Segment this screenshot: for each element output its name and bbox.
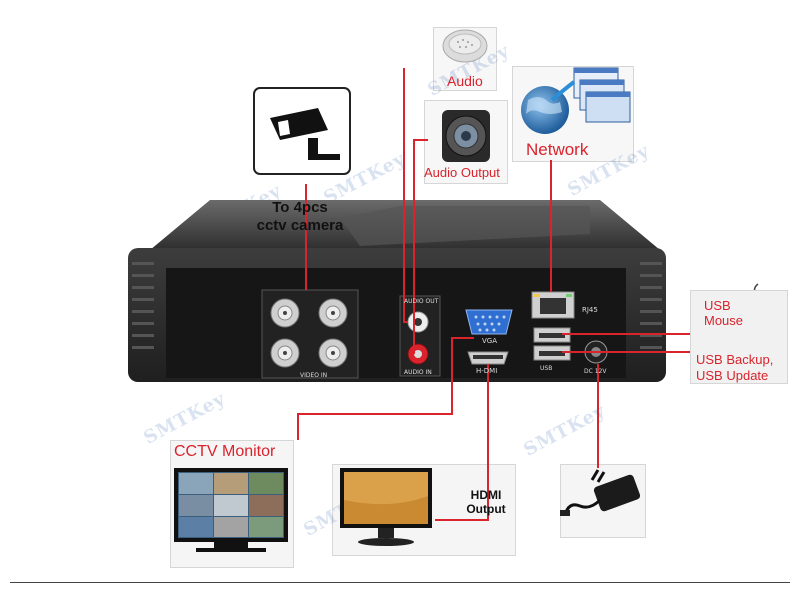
label-network: Network: [526, 140, 589, 159]
port-label-rj45: RJ45: [582, 306, 598, 314]
power-adapter-icon: [560, 469, 641, 516]
connection-lines: [297, 68, 690, 521]
port-label-audio-out: AUDIO OUT: [404, 298, 439, 305]
vga-port: [465, 309, 513, 335]
monitor-icon: [174, 468, 288, 552]
microphone-icon: [442, 29, 488, 63]
port-label-usb: USB: [540, 365, 553, 372]
label-usb-backup: USB Backup, USB Update: [696, 352, 774, 383]
network-globe-icon: [521, 67, 631, 134]
line-audio-output: [413, 139, 428, 354]
dvr-vents: [132, 262, 662, 349]
label-cctv-monitor: CCTV Monitor: [174, 443, 276, 460]
camera-icon: [253, 87, 351, 175]
dvr-top-panel: [340, 206, 590, 246]
port-label-video-in: VIDEO IN: [300, 372, 328, 379]
bottom-divider: [10, 582, 790, 583]
dvr-back-plate: [166, 268, 626, 378]
line-hdmi: [435, 364, 489, 521]
label-camera: To 4pcs cctv camera: [256, 199, 344, 234]
dvr-recorder: [128, 200, 666, 382]
monitor-icon: [340, 468, 432, 546]
line-cctv-monitor: [297, 337, 474, 440]
label-audio-output: Audio Output: [424, 165, 500, 180]
speaker-icon: [442, 110, 490, 162]
label-audio: Audio: [447, 73, 483, 89]
port-label-audio-in: AUDIO IN: [404, 369, 432, 376]
port-label-vga: VGA: [482, 337, 498, 345]
label-hdmi-output: HDMI Output: [466, 488, 506, 516]
line-audio: [403, 68, 408, 323]
label-usb-mouse: USB Mouse: [704, 298, 744, 328]
usb-panel-box: [690, 290, 788, 384]
port-label-dc: DC 12V: [584, 368, 607, 375]
port-label-hdmi: H-DMI: [476, 367, 498, 375]
